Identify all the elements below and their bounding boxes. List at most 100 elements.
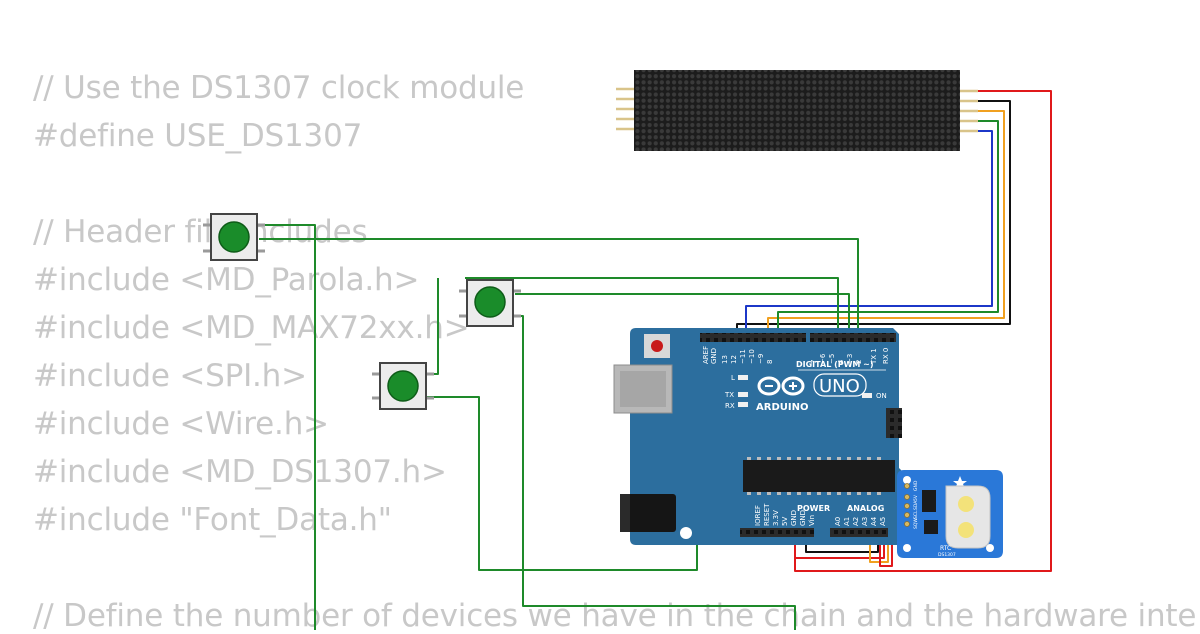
rtc-label: RTC [940,545,951,552]
power-header [740,528,814,537]
pin-label: SDA [913,500,919,510]
digital-header-left [700,333,806,342]
pin-label: SQW [913,518,919,529]
pin-label: A3 [861,517,869,526]
led-l [738,375,748,380]
pin-label: SCL [913,510,919,519]
battery-holder [945,485,991,549]
pin-label: 5V [913,494,919,501]
reset-button-cap[interactable] [651,340,663,352]
arduino-uno[interactable]: L TX RX ON UNO ARDUINO DIGITAL (PWM ~) P… [613,328,907,545]
chip-pins [747,457,881,495]
button-legs [203,223,265,253]
rtc-chip-label: DS1307 [938,552,956,558]
pin-label: Vin [808,515,816,526]
wire-vcc [794,90,1052,572]
rtc-pin-pads [904,483,910,527]
code-line: #include <Wire.h> [33,406,329,442]
led-tx [738,392,748,397]
button-legs [372,372,434,400]
pin-label: RX 0 [882,348,890,364]
wire-clk [745,130,993,338]
pin-label: RESET [763,503,771,526]
wire-button-1-signal [259,238,859,338]
atmega-chip [743,460,895,492]
analog-header [830,528,888,537]
pin-label: 5V [781,517,789,526]
digital-label: DIGITAL (PWM ~) [796,360,874,369]
usb-port-inner [620,371,666,407]
pin-label: 13 [721,355,729,364]
wire-button-3-signal [426,278,439,375]
button-cap[interactable] [218,221,250,253]
battery-contact [958,522,974,538]
code-line: #include <MD_MAX72xx.h> [33,310,470,346]
wires [259,90,1052,630]
arduino-logo-text: ARDUINO [756,402,808,413]
model-label: UNO [819,376,860,397]
led-rx-label: RX [725,402,735,410]
arduino-infinity-logo [757,376,805,396]
led-matrix-panel [634,70,960,151]
pin-label: GND [913,480,919,491]
pin-label: GND [799,510,807,526]
code-line: #include <SPI.h> [33,358,307,394]
top-pin-labels: AREF GND 13 12 ~11 ~10 ~9 8 7 ~6 ~5 4 ~3… [702,346,890,365]
pin-label: AREF [702,346,710,364]
button-legs [459,289,521,318]
led-on [862,393,872,398]
digital-header-right [810,333,896,342]
pin-label: IOREF [754,505,762,526]
pin-label: 2 [855,360,863,364]
button-cap[interactable] [387,370,419,402]
mount-hole [903,544,911,552]
ds1307-rtc-module[interactable]: GND 5V SDA SCL SQW RTC DS1307 [897,470,1003,558]
code-line: // Define the number of devices we have … [33,598,1197,634]
pushbutton-2[interactable] [459,279,521,327]
pushbutton-3[interactable] [372,362,434,410]
led-rx [738,402,748,407]
code-line: #include "Font_Data.h" [33,502,392,538]
pin-label: 4 [837,359,845,364]
wire-button-2-signal [515,293,850,338]
pin-label: TX 1 [870,348,878,365]
led-l-label: L [731,374,735,382]
pin-label: A0 [834,517,842,526]
mount-hole [986,544,994,552]
crystal [924,520,938,534]
pin-label: 3.3V [772,510,780,526]
pin-label: 7 [810,360,818,364]
led-tx-label: TX [724,391,734,399]
mount-hole [903,476,911,484]
pushbutton-1[interactable] [203,213,265,261]
pin-label: ~11 [739,349,747,364]
code-line: #include <MD_DS1307.h> [33,454,447,490]
pin-label: ~10 [748,349,756,364]
battery-contact [958,496,974,512]
wire-cs [777,120,999,338]
pin-label: ~5 [828,354,836,364]
pin-label: GND [790,510,798,526]
icsp-header [886,408,902,438]
pin-label: ~3 [846,354,854,364]
uno-badge [813,373,867,397]
pin-label: GND [710,348,718,364]
button-cap[interactable] [474,286,506,318]
led-matrix[interactable] [616,70,978,151]
power-jack [620,494,676,532]
code-line: #define USE_DS1307 [33,118,363,154]
pin-label: A5 [879,517,887,526]
pin-label: A2 [852,517,860,526]
pin-label: 12 [730,355,738,364]
pin-label: A1 [843,517,851,526]
pin-label: A4 [870,516,878,526]
pin-label: 8 [766,360,774,364]
logo-minus-plus-icon [765,382,797,390]
led-matrix-output-pins [960,89,978,133]
analog-pin-labels: A0 A1 A2 A3 A4 A5 [834,516,887,526]
mount-hole [680,527,692,539]
rtc-chip [922,490,936,512]
analog-label: ANALOG [847,504,884,513]
